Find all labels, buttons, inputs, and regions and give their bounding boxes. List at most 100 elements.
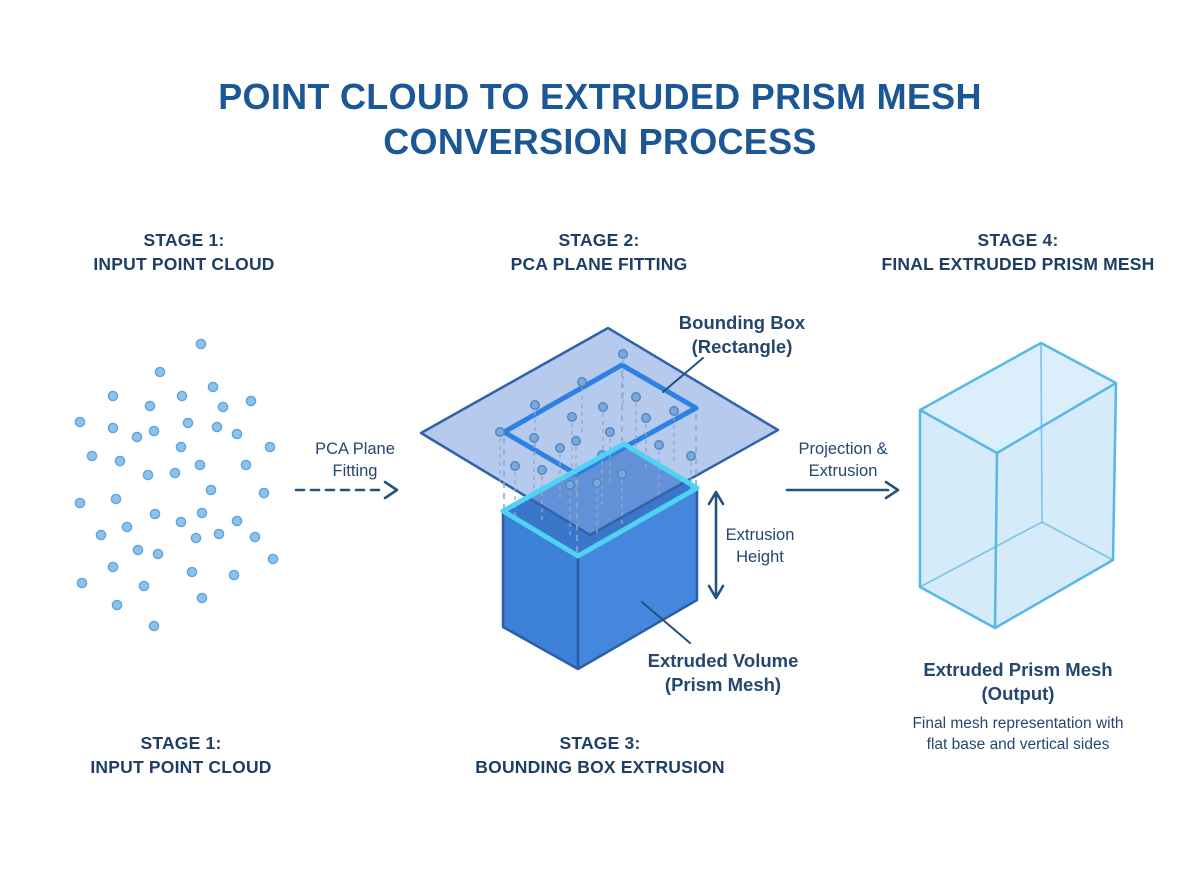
point-dot bbox=[76, 577, 88, 589]
point-dot bbox=[231, 515, 243, 527]
point-dot bbox=[74, 416, 86, 428]
plane-dot bbox=[567, 412, 578, 423]
plane-dot bbox=[592, 478, 603, 489]
wireframe-left-face bbox=[920, 410, 997, 628]
stage1-bottom-line-1: STAGE 1: bbox=[140, 733, 222, 753]
stage4-top-label: STAGE 4: FINAL EXTRUDED PRISM MESH bbox=[881, 229, 1154, 276]
plane-dot bbox=[686, 451, 697, 462]
plane-dot bbox=[529, 433, 540, 444]
output-title-label: Extruded Prism Mesh (Output) bbox=[923, 658, 1112, 705]
point-dot bbox=[144, 400, 156, 412]
bounding-box-label: Bounding Box (Rectangle) bbox=[679, 311, 805, 359]
plane-dot bbox=[654, 440, 665, 451]
extruded-volume-line-2: (Prism Mesh) bbox=[664, 674, 782, 695]
extruded-volume-label: Extruded Volume (Prism Mesh) bbox=[648, 649, 799, 697]
plane-dot bbox=[617, 469, 628, 480]
wireframe-prism bbox=[918, 341, 1118, 630]
pca-fitting-arrow bbox=[294, 480, 399, 500]
arrow-up-icon bbox=[707, 490, 725, 506]
stage3-bottom-line-1: STAGE 3: bbox=[559, 733, 641, 753]
extrusion-height-label: Extrusion Height bbox=[726, 525, 795, 568]
prism-edges bbox=[501, 488, 699, 671]
point-dot bbox=[213, 528, 225, 540]
wireframe-hidden-edges bbox=[919, 342, 1114, 588]
plane-dot bbox=[598, 402, 609, 413]
stage1-top-label: STAGE 1: INPUT POINT CLOUD bbox=[93, 229, 274, 276]
bounding-box-label-line-2: (Rectangle) bbox=[691, 336, 793, 357]
point-dot bbox=[182, 417, 194, 429]
point-dot bbox=[138, 580, 150, 592]
point-dot bbox=[149, 508, 161, 520]
stage3-bottom-line-2: BOUNDING BOX EXTRUSION bbox=[475, 756, 725, 777]
projection-arrow-label-line-2: Extrusion bbox=[808, 461, 878, 480]
plane-dot bbox=[495, 427, 506, 438]
plane-dot bbox=[565, 480, 576, 491]
projection-arrow-label: Projection & Extrusion bbox=[799, 439, 888, 482]
plane-dots bbox=[495, 349, 697, 491]
point-dot bbox=[245, 395, 257, 407]
point-dot bbox=[121, 521, 133, 533]
output-title-line-1: Extruded Prism Mesh bbox=[923, 659, 1113, 680]
point-dot bbox=[169, 467, 181, 479]
stage1-top-line-1: STAGE 1: bbox=[143, 230, 225, 250]
plane-dot bbox=[571, 436, 582, 447]
extrusion-height-line-1: Extrusion bbox=[725, 526, 795, 544]
point-dot bbox=[205, 484, 217, 496]
point-dot bbox=[207, 381, 219, 393]
pca-plane bbox=[419, 326, 780, 537]
stage1-bottom-line-2: INPUT POINT CLOUD bbox=[90, 756, 272, 777]
plane-dot bbox=[631, 392, 642, 403]
page-title-line-2: CONVERSION PROCESS bbox=[383, 121, 817, 162]
point-dot bbox=[131, 431, 143, 443]
point-dot bbox=[195, 338, 207, 350]
point-dot bbox=[240, 459, 252, 471]
output-caption-line-2: flat base and vertical sides bbox=[926, 735, 1110, 753]
point-dot bbox=[175, 441, 187, 453]
bounding-box-label-line-1: Bounding Box bbox=[678, 312, 806, 333]
point-dot bbox=[258, 487, 270, 499]
plane-dot bbox=[510, 461, 521, 472]
extruded-volume-line-1: Extruded Volume bbox=[647, 650, 799, 671]
point-dot bbox=[152, 548, 164, 560]
point-cloud-dots bbox=[74, 338, 279, 632]
prism-top-rim bbox=[500, 441, 700, 559]
point-dot bbox=[211, 421, 223, 433]
point-dot bbox=[110, 493, 122, 505]
output-title-line-2: (Output) bbox=[981, 682, 1055, 704]
extrusion-height-line-2: Height bbox=[736, 547, 784, 566]
page-title-line-1: POINT CLOUD TO EXTRUDED PRISM MESH bbox=[218, 76, 982, 117]
plane-dot bbox=[641, 413, 652, 424]
stage2-top-line-1: STAGE 2: bbox=[558, 230, 640, 250]
prism-right-face bbox=[578, 488, 697, 669]
point-dot bbox=[74, 497, 86, 509]
stage2-top-line-2: PCA PLANE FITTING bbox=[510, 253, 688, 274]
extruded-volume-pointer-line bbox=[641, 601, 691, 644]
point-dot bbox=[196, 507, 208, 519]
point-dot bbox=[196, 592, 208, 604]
arrow-down-icon bbox=[707, 584, 725, 600]
point-dot bbox=[107, 561, 119, 573]
point-dot bbox=[267, 553, 279, 565]
pca-arrow-label-line-1: PCA Plane bbox=[315, 440, 395, 458]
stage4-top-line-2: FINAL EXTRUDED PRISM MESH bbox=[881, 253, 1155, 274]
output-caption-line-1: Final mesh representation with bbox=[912, 715, 1124, 732]
plane-dot bbox=[618, 349, 629, 360]
stage1-bottom-label: STAGE 1: INPUT POINT CLOUD bbox=[90, 732, 271, 779]
point-dot bbox=[142, 469, 154, 481]
plane-dot bbox=[530, 400, 541, 411]
wireframe-right-face bbox=[995, 383, 1116, 628]
point-dot bbox=[154, 366, 166, 378]
point-dot bbox=[132, 544, 144, 556]
point-dot bbox=[249, 531, 261, 543]
point-dot bbox=[111, 599, 123, 611]
wireframe-edges bbox=[918, 341, 1118, 630]
point-dot bbox=[95, 529, 107, 541]
stage4-top-line-1: STAGE 4: bbox=[977, 230, 1059, 250]
point-dot bbox=[217, 401, 229, 413]
projection-extrusion-arrow bbox=[785, 480, 900, 500]
point-dot bbox=[190, 532, 202, 544]
plane-dot bbox=[555, 443, 566, 454]
stage2-top-label: STAGE 2: PCA PLANE FITTING bbox=[511, 229, 688, 276]
